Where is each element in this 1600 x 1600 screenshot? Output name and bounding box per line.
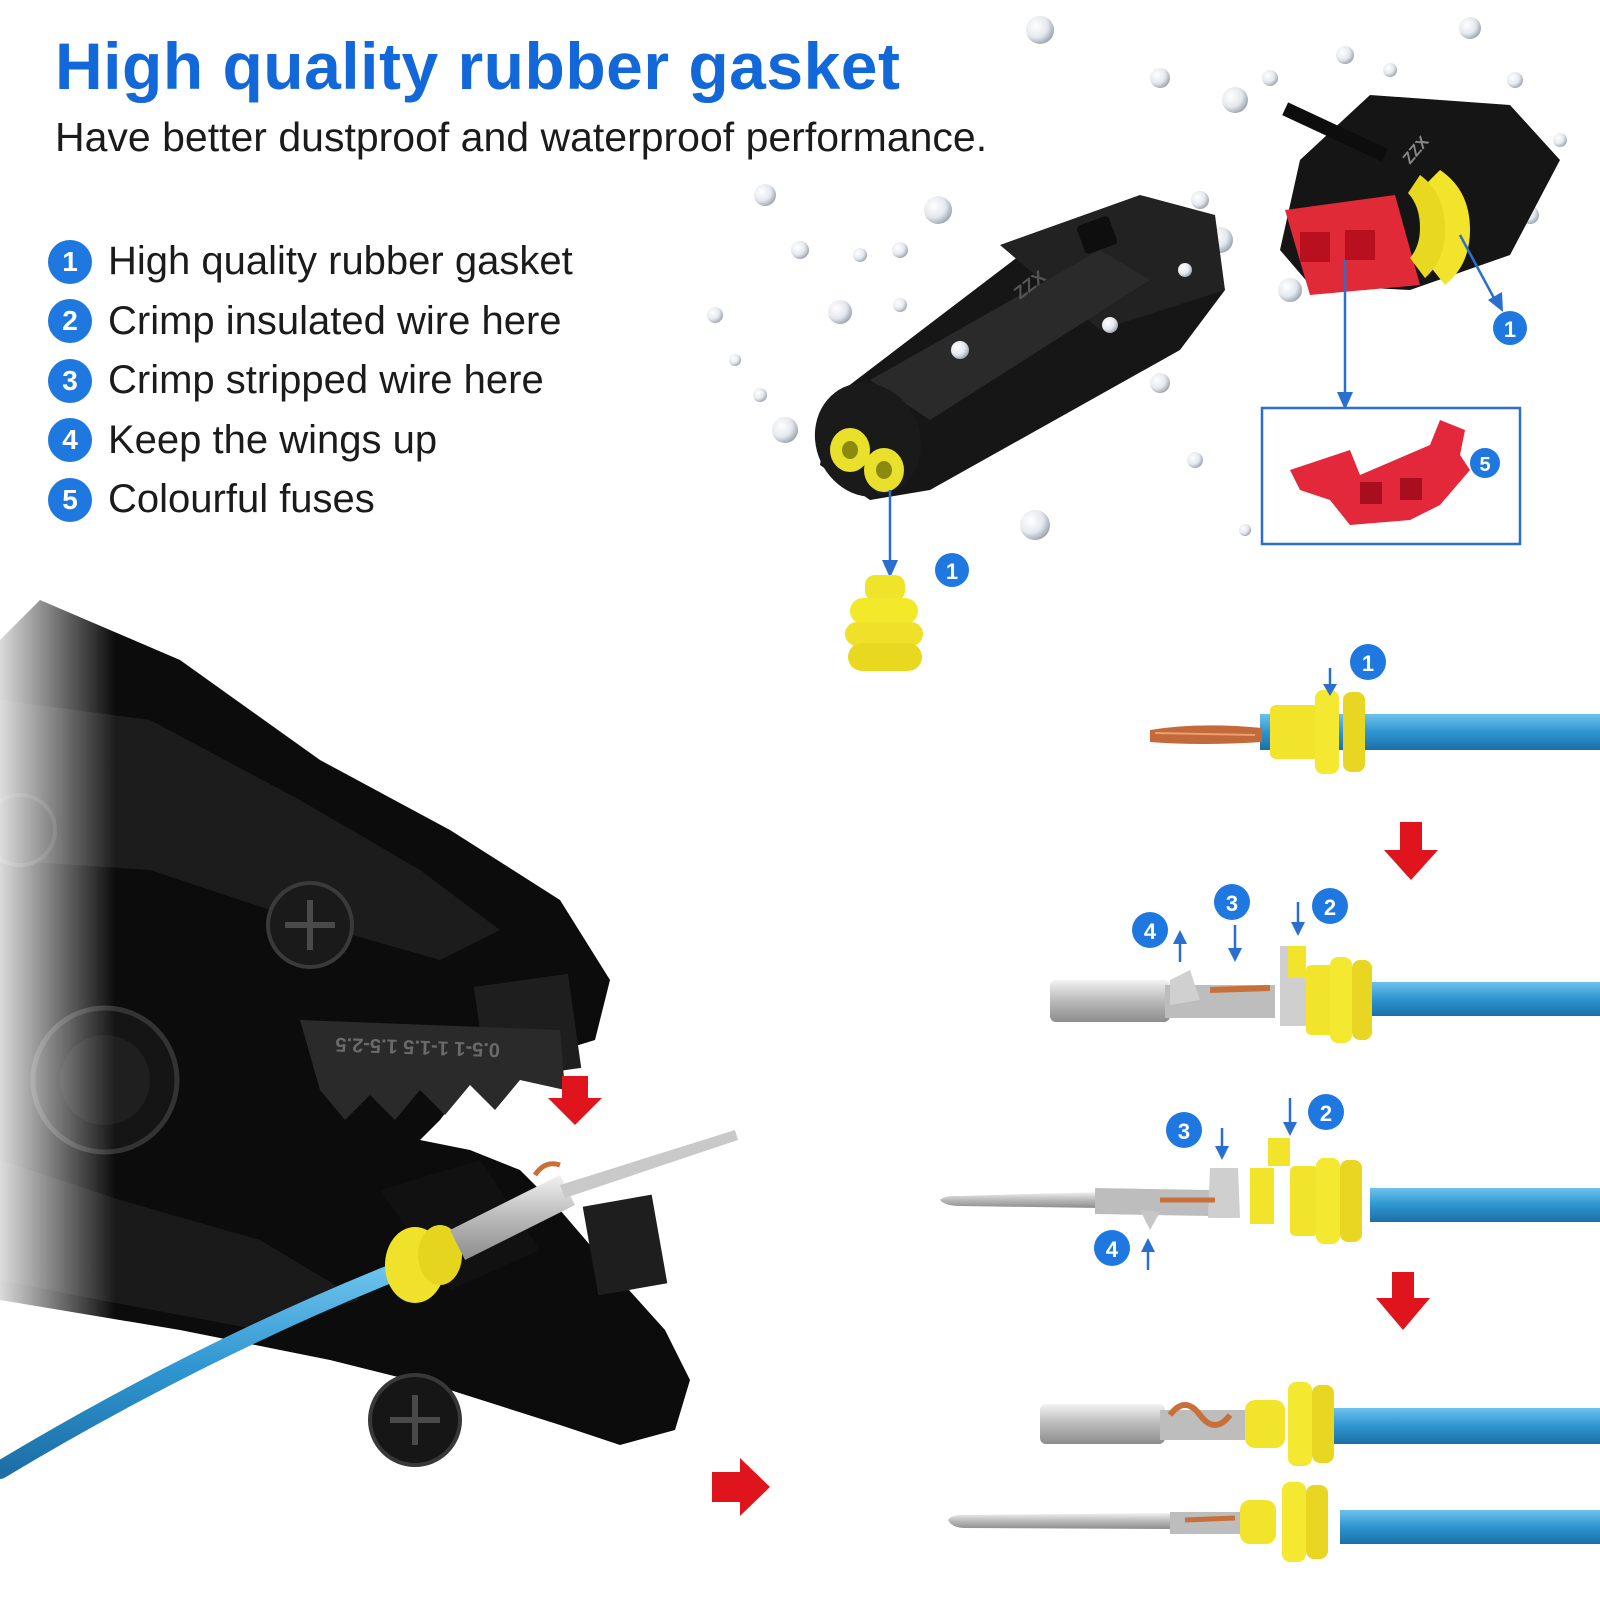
list-item: 1 High quality rubber gasket [48, 232, 573, 292]
page-subtitle: Have better dustproof and waterproof per… [55, 114, 988, 160]
list-item: 4 Keep the wings up [48, 411, 573, 471]
wire-step-3-female [1040, 1382, 1600, 1466]
wire-step-2-female [1050, 946, 1600, 1043]
feature-label: Crimp stripped wire here [108, 358, 544, 403]
svg-text:3: 3 [1178, 1119, 1190, 1144]
step-arrow [712, 1458, 770, 1516]
svg-text:3: 3 [1226, 891, 1238, 916]
page-title: High quality rubber gasket [55, 29, 901, 103]
fuse-box: 5 [1260, 406, 1522, 546]
number-badge: 1 [48, 239, 92, 284]
svg-text:5: 5 [1479, 454, 1490, 476]
svg-text:1: 1 [1362, 651, 1374, 676]
svg-text:2: 2 [1324, 895, 1336, 920]
water-droplets [707, 16, 1567, 540]
red-connector: ZZX [1280, 95, 1560, 295]
svg-text:2: 2 [1320, 1101, 1332, 1126]
svg-text:1: 1 [1504, 317, 1516, 342]
feature-label: Keep the wings up [108, 417, 438, 462]
list-item: 5 Colourful fuses [48, 470, 573, 530]
wire-step-2-male [940, 1138, 1600, 1244]
yellow-seal [845, 575, 923, 671]
number-badge: 1 [935, 553, 969, 587]
number-badge: 3 [48, 358, 92, 403]
feature-label: Crimp insulated wire here [108, 298, 562, 343]
number-badge: 1 [1493, 311, 1527, 345]
feature-list: 1 High quality rubber gasket 2 Crimp insul… [48, 232, 573, 530]
list-item: 3 Crimp stripped wire here [48, 351, 573, 411]
svg-text:1: 1 [946, 559, 958, 584]
feature-label: Colourful fuses [108, 477, 375, 522]
number-badge: 4 [48, 418, 92, 463]
number-badge: 2 [48, 299, 92, 344]
wire-step-1: 1 [1150, 644, 1600, 774]
feature-label: High quality rubber gasket [108, 239, 573, 284]
step-arrow [1384, 822, 1438, 880]
step-arrow [1376, 1272, 1430, 1330]
callout-arrow: 2 3 4 [1132, 884, 1348, 962]
callout-arrow [1337, 260, 1353, 410]
svg-text:4: 4 [1144, 919, 1157, 944]
black-connector: ZZX [814, 195, 1225, 500]
number-badge: 5 [48, 477, 92, 522]
wire-step-3-male [948, 1482, 1600, 1562]
step-arrow [548, 1076, 602, 1125]
list-item: 2 Crimp insulated wire here [48, 292, 573, 352]
callout-arrow [882, 490, 898, 578]
wire-in-tool [0, 1130, 738, 1479]
svg-text:4: 4 [1106, 1237, 1119, 1262]
crimping-tool: 0.5-1 1-1.5 1.5-2.5 [0, 560, 690, 1467]
callout-arrow [1458, 234, 1503, 312]
callout-arrow: 2 3 4 [1094, 1094, 1344, 1270]
